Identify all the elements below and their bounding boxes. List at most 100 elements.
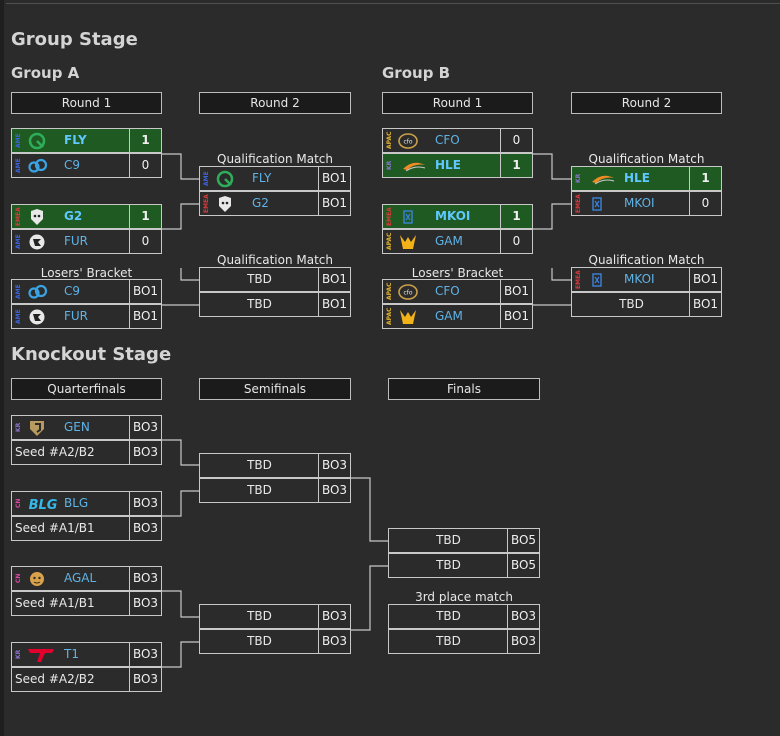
svg-text:cfo: cfo [403, 139, 412, 146]
finals-header: Finals [388, 378, 540, 400]
team-name: C9 [64, 284, 81, 298]
team-name: CFO [435, 284, 460, 298]
score-cell: BO1 [689, 268, 721, 291]
seed-label: Seed #A1/B1 [15, 521, 95, 535]
score-cell: BO3 [129, 567, 161, 590]
team-name: GEN [64, 420, 90, 434]
region-tag: AME [15, 158, 22, 173]
team-name: HLE [624, 171, 650, 185]
score-cell: 0 [129, 154, 161, 177]
group-b-losers-label: Losers' Bracket [411, 266, 504, 280]
team-name: FLY [252, 171, 272, 185]
region-tag: EMEA [203, 194, 210, 213]
semifinals-header: Semifinals [199, 378, 351, 400]
team-name: TBD [247, 297, 272, 311]
region-tag: AME [15, 234, 22, 249]
group-b-title: Group B [382, 64, 451, 82]
score-cell: BO3 [129, 643, 161, 666]
score-cell: BO1 [129, 305, 161, 328]
team-name: TBD [247, 609, 272, 623]
g2-logo [26, 208, 48, 226]
hle-logo [586, 170, 615, 188]
group-a-losers-label: Losers' Bracket [40, 266, 133, 280]
score-cell: BO3 [129, 416, 161, 439]
score-cell: BO3 [129, 592, 161, 615]
team-name: TBD [619, 297, 644, 311]
g2-logo [214, 195, 236, 213]
score-cell: BO3 [318, 630, 350, 653]
team-name: TBD [247, 272, 272, 286]
team-name: TBD [436, 634, 461, 648]
group-a-qual1-label: Qualification Match [217, 152, 333, 166]
team-name: TBD [436, 533, 461, 547]
region-tag: AME [15, 133, 22, 148]
score-cell: BO1 [500, 280, 532, 303]
team-name: TBD [436, 609, 461, 623]
score-cell: BO5 [507, 554, 539, 577]
score-cell: BO1 [318, 293, 350, 316]
gam-logo [397, 308, 419, 326]
team-name: C9 [64, 158, 81, 172]
knockout-stage-title: Knockout Stage [11, 344, 172, 365]
team-name: MKOI [624, 196, 655, 210]
team-name: AGAL [64, 571, 97, 585]
team-name: CFO [435, 133, 460, 147]
score-cell: 1 [129, 205, 161, 228]
score-cell: BO3 [318, 454, 350, 477]
score-cell: 0 [500, 230, 532, 253]
fly-logo [26, 132, 48, 150]
group-a-qual2-label: Qualification Match [217, 253, 333, 267]
region-tag: KR [386, 160, 393, 171]
score-cell: BO3 [129, 492, 161, 515]
team-name: MKOI [435, 209, 471, 223]
team-slot[interactable]: TBD BO1 [199, 292, 351, 317]
team-slot[interactable]: AME C9 0 [11, 153, 162, 178]
blg-logo: BLG [26, 495, 58, 513]
team-name: G2 [252, 196, 269, 210]
top-divider [6, 3, 780, 4]
